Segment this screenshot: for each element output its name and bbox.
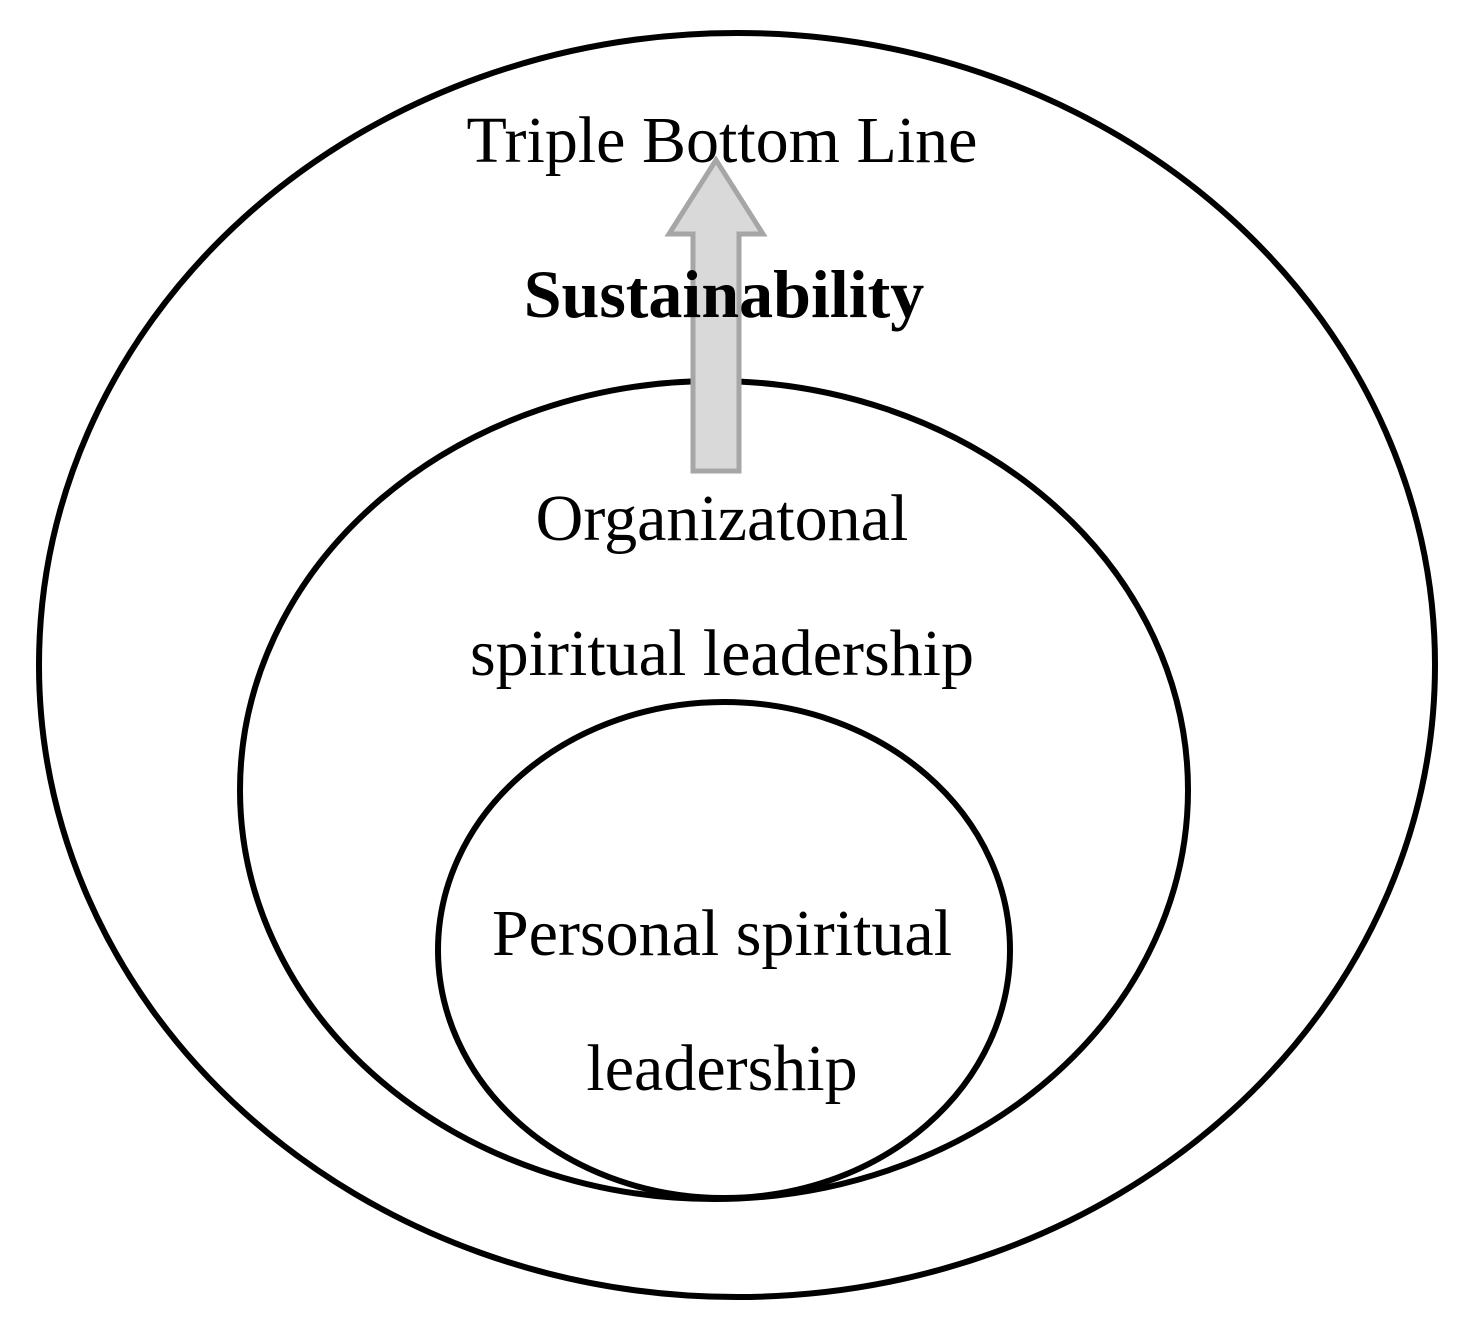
- outer-label: Triple Bottom Line: [467, 104, 978, 177]
- inner-label-line1: Personal spiritual: [492, 897, 952, 970]
- middle-label-line1: Organizatonal: [536, 482, 909, 555]
- arrow-label: Sustainability: [524, 256, 925, 332]
- inner-ellipse-personal-leadership: [435, 699, 1013, 1201]
- middle-label-line2: spiritual leadership: [470, 617, 974, 690]
- outer-ellipse-triple-bottom-line: [36, 30, 1438, 1300]
- inner-label-line2: leadership: [586, 1032, 857, 1105]
- up-arrow-icon: [664, 155, 768, 474]
